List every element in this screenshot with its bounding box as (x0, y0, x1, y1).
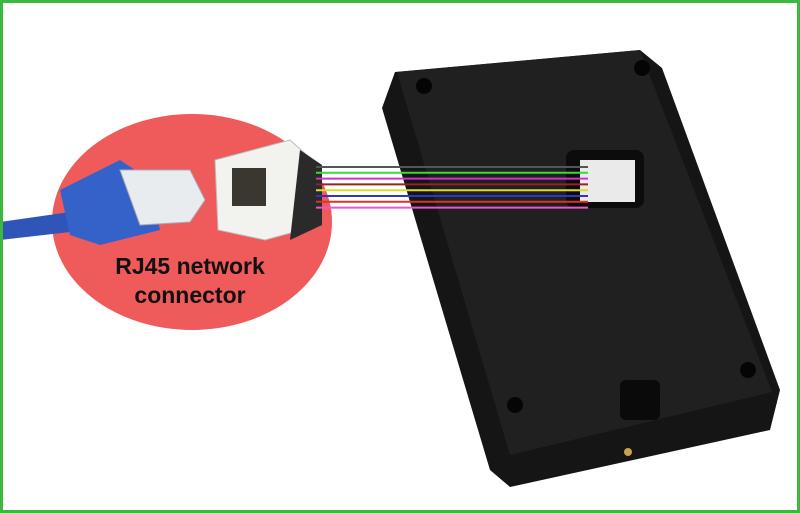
rj45-jack (214, 139, 322, 241)
caption-line-1: RJ45 network (115, 253, 265, 279)
device-box (382, 50, 780, 487)
network-cable (0, 212, 70, 240)
wire-bundle (316, 166, 588, 209)
callout-label: RJ45 network connector (80, 252, 300, 310)
rj45-plug-tip (119, 169, 206, 226)
caption-line-2: connector (134, 282, 246, 308)
